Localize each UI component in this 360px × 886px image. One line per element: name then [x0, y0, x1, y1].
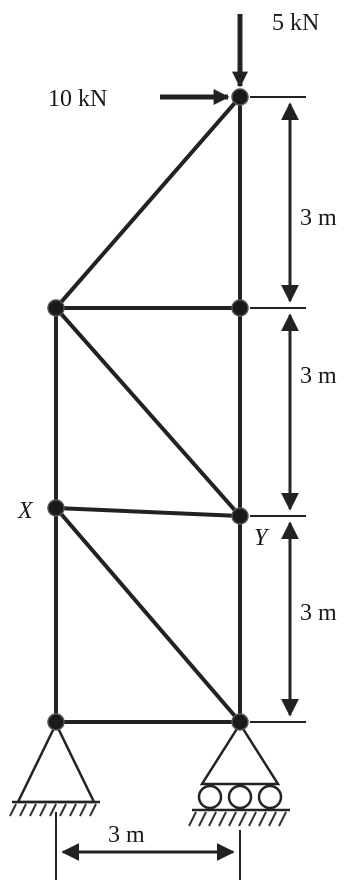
- load-horizontal: 10 kN: [48, 86, 230, 112]
- joint-label-y: Y: [254, 525, 270, 551]
- joint-upper-right: [231, 299, 249, 317]
- member-x-y: [54, 506, 242, 518]
- joint-y: [231, 507, 249, 525]
- dimension-label-width: 3 m: [108, 822, 145, 848]
- joint-bottom-left: [47, 713, 65, 731]
- joint-top-right: [231, 88, 249, 106]
- dimension-arrows: [61, 102, 299, 861]
- joint-label-x: X: [17, 498, 34, 524]
- roller-center: [227, 784, 253, 810]
- truss-members: [54, 95, 242, 724]
- load-vertical-label: 5 kN: [272, 10, 319, 36]
- roller-support: [188, 721, 290, 827]
- joint-bottom-right: [231, 713, 249, 731]
- load-vertical: 5 kN: [231, 10, 319, 88]
- roller-right: [257, 784, 283, 810]
- pin-support: [9, 721, 100, 817]
- dimension-label-top: 3 m: [300, 205, 337, 231]
- joints: [47, 88, 249, 731]
- member-diagonal-lower: [54, 506, 242, 724]
- member-top-diagonal: [54, 95, 242, 310]
- dimension-extension-lines: [55, 96, 306, 880]
- load-horizontal-label: 10 kN: [48, 86, 107, 112]
- dimension-label-bottom: 3 m: [300, 600, 337, 626]
- member-diagonal-upper: [54, 306, 242, 518]
- joint-upper-left: [47, 299, 65, 317]
- roller-left: [197, 784, 223, 810]
- dimension-label-middle: 3 m: [300, 363, 337, 389]
- joint-x: [47, 499, 65, 517]
